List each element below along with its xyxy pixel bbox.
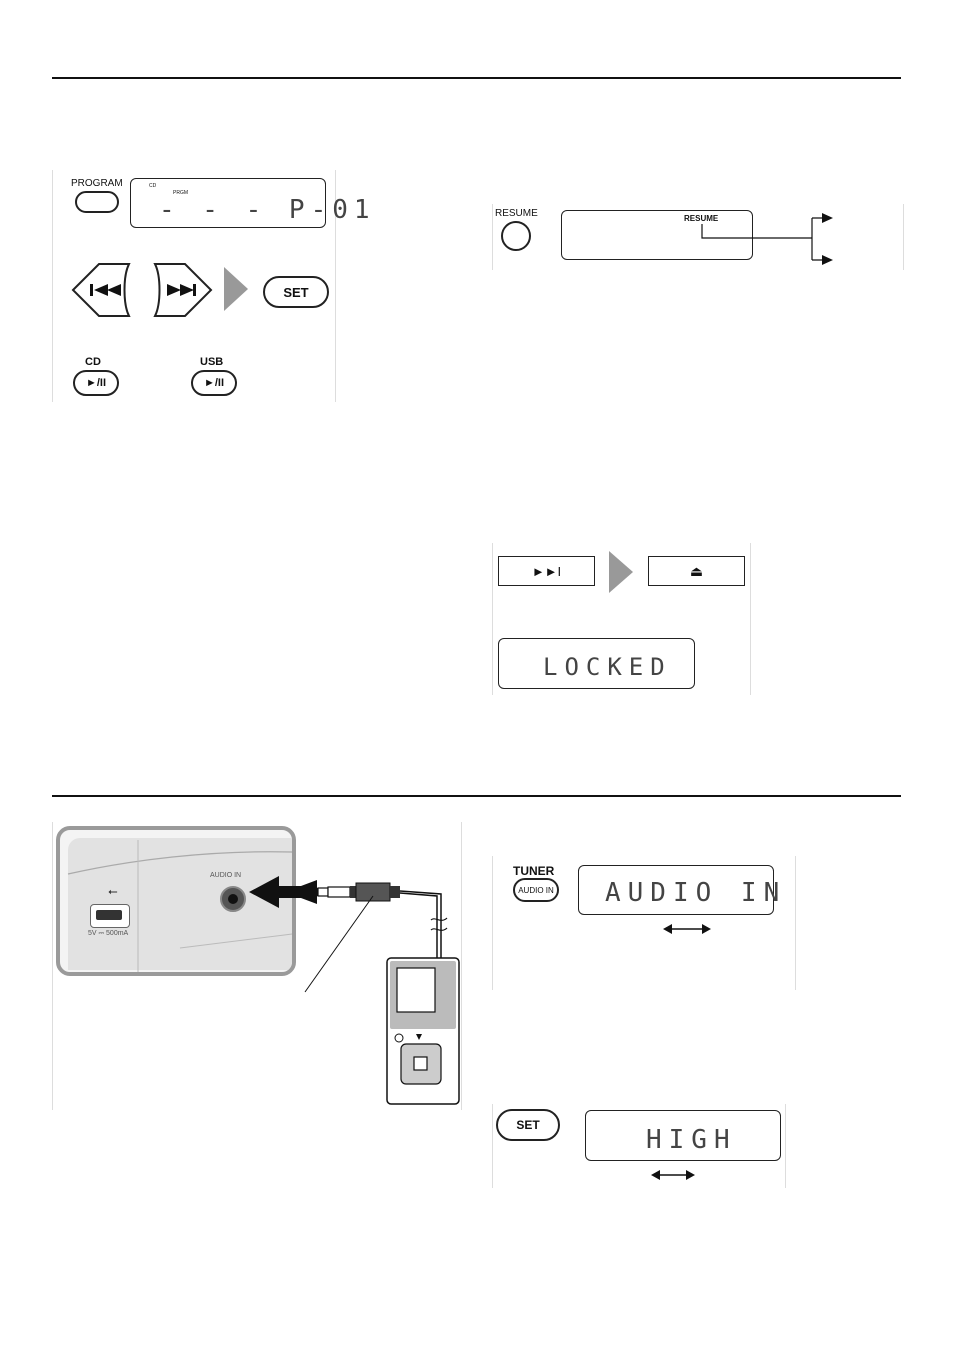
lock-panel: ►►I ⏏ LOCKED <box>492 543 751 695</box>
connection-diagram <box>53 822 461 1110</box>
skip-buttons <box>71 262 221 318</box>
next-button[interactable] <box>155 264 211 316</box>
program-panel: PROGRAM CD PRGM - - - P-01 SET CD ►/I <box>52 170 336 402</box>
prev-button[interactable] <box>73 264 129 316</box>
tuner-label: TUNER <box>513 864 554 878</box>
step-arrow-icon <box>224 267 250 313</box>
audio-in-panel: ⭠ 5V ⎓ 500mA AUDIO IN <box>52 822 462 1110</box>
player-screen <box>397 968 435 1012</box>
step-arrow-icon <box>609 551 635 595</box>
set-lcd-text: HIGH <box>646 1125 737 1155</box>
resume-panel: RESUME RESUME <box>492 204 904 270</box>
portable-player <box>387 958 459 1104</box>
program-button[interactable] <box>75 191 119 213</box>
lcd-cd-indicator: CD <box>149 183 156 189</box>
stereo-plug <box>318 883 400 901</box>
top-rule <box>52 77 901 79</box>
program-label: PROGRAM <box>71 178 123 189</box>
resume-callout-lines <box>493 204 903 270</box>
program-lcd-text: - - - P-01 <box>159 195 376 225</box>
usb-play-pause-button[interactable]: ►/II <box>191 370 237 396</box>
tuner-panel: TUNER AUDIO IN AUDIO IN <box>492 856 796 990</box>
set-button[interactable]: SET <box>263 276 329 308</box>
cd-label: CD <box>85 356 101 368</box>
set-lcd: HIGH <box>585 1110 781 1161</box>
set-button[interactable]: SET <box>496 1109 560 1141</box>
tuner-lcd-text: AUDIO IN <box>605 878 786 908</box>
lock-lcd: LOCKED <box>498 638 695 689</box>
skip-forward-button[interactable]: ►►I <box>498 556 595 586</box>
eject-button[interactable]: ⏏ <box>648 556 745 586</box>
lock-lcd-text: LOCKED <box>543 653 672 681</box>
section-rule <box>52 795 901 797</box>
big-arrow-icon <box>249 876 315 908</box>
cd-play-pause-button[interactable]: ►/II <box>73 370 119 396</box>
program-lcd: CD PRGM - - - P-01 <box>130 178 326 228</box>
tuner-lcd: AUDIO IN <box>578 865 774 915</box>
audio-in-button[interactable]: AUDIO IN <box>513 878 559 902</box>
scroll-arrow-icon <box>663 922 713 936</box>
usb-label: USB <box>200 356 223 368</box>
scroll-arrow-icon <box>651 1168 697 1182</box>
set-panel: SET HIGH <box>492 1104 786 1188</box>
